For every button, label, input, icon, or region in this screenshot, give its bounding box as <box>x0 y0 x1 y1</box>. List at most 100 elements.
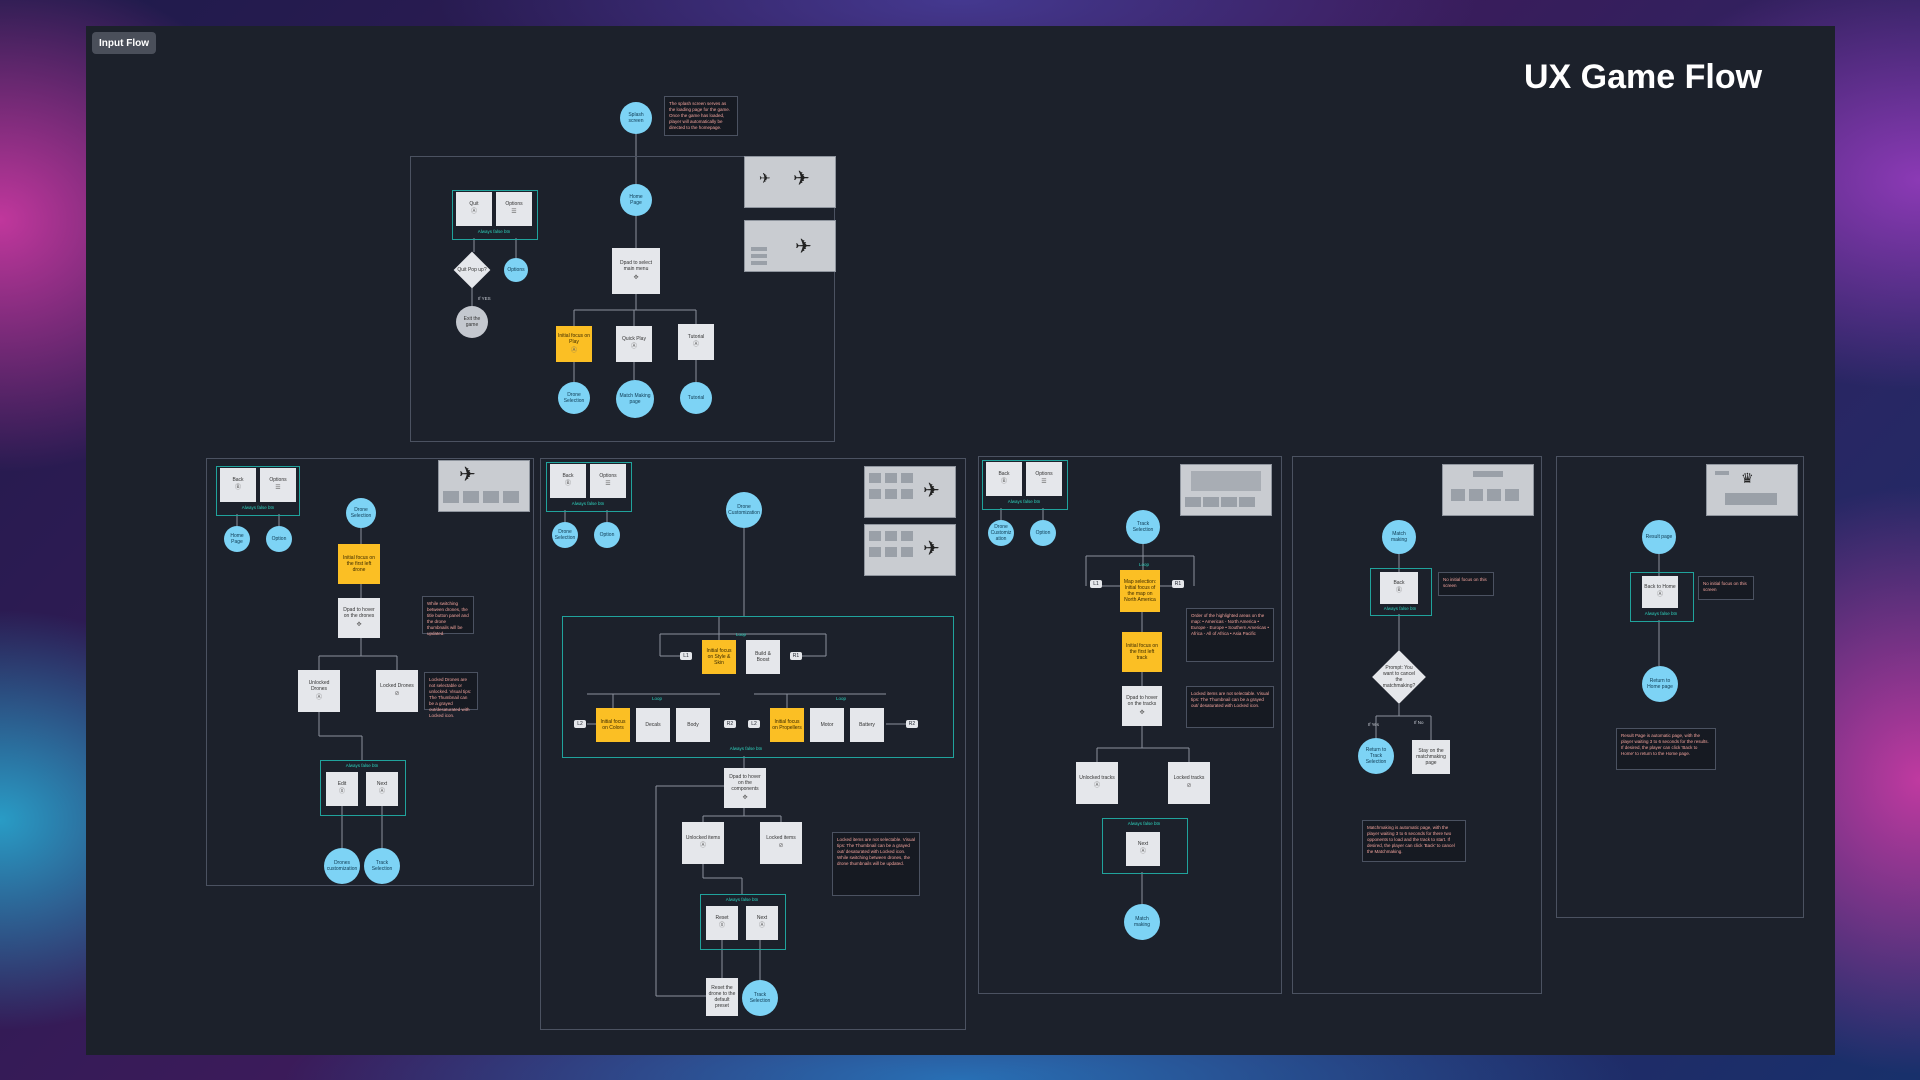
tutorial-node[interactable]: Tutorial <box>680 382 712 414</box>
drone-customization-node[interactable]: Drone Customization <box>726 492 762 528</box>
reset-drone-box[interactable]: Reset the drone to the default preset <box>706 978 738 1016</box>
options-node[interactable]: Options <box>504 258 528 282</box>
options-button[interactable]: Options ☰ <box>496 192 532 226</box>
home-page-node[interactable]: Home Page <box>620 184 652 216</box>
match-making-section <box>1292 456 1542 994</box>
back-label: Back <box>562 473 574 480</box>
track-selection-node[interactable]: Track Selection <box>364 848 400 884</box>
cu-top-buttons-group <box>546 462 632 512</box>
home-section <box>410 156 835 442</box>
always-false-label: Always false btn <box>345 763 379 768</box>
result-section <box>1556 456 1804 918</box>
loop-label: Loop <box>735 632 746 637</box>
unlocked-tracks-box[interactable]: Unlocked tracks Ⓐ <box>1076 762 1118 804</box>
trophy-icon: ♛ <box>1741 470 1754 486</box>
initial-focus-track-box[interactable]: Initial focus on the first left track <box>1122 632 1162 672</box>
match-making-node[interactable]: Match Making page <box>616 380 654 418</box>
ds-top-buttons-group <box>216 466 300 516</box>
gamepad-icon: ☰ <box>1041 479 1047 486</box>
prompt-label: Prompt: You want to cancel the matchmaki… <box>1382 664 1416 690</box>
next-button[interactable]: Next Ⓐ <box>746 906 778 940</box>
reset-button[interactable]: Reset Ⓧ <box>706 906 738 940</box>
always-false-label: Always false btn <box>477 229 511 234</box>
loop-label: Loop <box>651 696 662 701</box>
back-to-home-button[interactable]: Back to Home Ⓐ <box>1642 576 1678 608</box>
colors-box[interactable]: Initial focus on Colors <box>596 708 630 742</box>
options-button[interactable]: Options ☰ <box>1026 462 1062 496</box>
reset-label: Reset <box>715 915 729 922</box>
result-buttons-group <box>1630 572 1694 622</box>
unlocked-items-box[interactable]: Unlocked items Ⓐ <box>682 822 724 864</box>
option-node[interactable]: Option <box>594 522 620 548</box>
splash-screen-node[interactable]: Splash screen <box>620 102 652 134</box>
dpad-tracks-box[interactable]: Dpad to hover on the tracks ✥ <box>1122 686 1162 726</box>
xbox-a-icon: Ⓐ <box>470 209 477 216</box>
next-button[interactable]: Next Ⓐ <box>1126 832 1160 866</box>
xbox-a-icon: Ⓐ <box>378 789 385 796</box>
initial-focus-drone-box[interactable]: Initial focus on the first left drone <box>338 544 380 584</box>
style-skin-box[interactable]: Initial focus on Style & Skin <box>702 640 736 674</box>
locked-tracks-box[interactable]: Locked tracks ⊘ <box>1168 762 1210 804</box>
option-node[interactable]: Option <box>1030 520 1056 546</box>
result-page-node[interactable]: Result page <box>1642 520 1676 554</box>
quit-popup-diamond[interactable]: Quit Pop up? <box>452 250 492 290</box>
return-track-node[interactable]: Return to Track Selection <box>1358 738 1394 774</box>
build-boost-box[interactable]: Build & Boost <box>746 640 780 674</box>
body-box[interactable]: Body <box>676 708 710 742</box>
locked-items-note: Locked items are not selectable. Visual … <box>832 832 920 896</box>
drone-selection-node[interactable]: Drone Selection <box>552 522 578 548</box>
stay-matchmaking-box[interactable]: Stay on the matchmaking page <box>1412 740 1450 774</box>
no-focus-note: No initial focus on this screen <box>1438 572 1494 596</box>
quit-button[interactable]: Quit Ⓐ <box>456 192 492 226</box>
dpad-drones-box[interactable]: Dpad to hover on the drones ✥ <box>338 598 380 638</box>
gamepad-icon: ✥ <box>742 794 748 801</box>
drone-selection-section <box>206 458 534 886</box>
drone-selection-node[interactable]: Drone Selection <box>346 498 376 528</box>
back-button[interactable]: Back Ⓑ <box>220 468 256 502</box>
unlocked-label: Unlocked tracks <box>1079 775 1115 782</box>
if-yes-label: If YES <box>478 296 491 301</box>
back-button[interactable]: Back Ⓑ <box>1380 572 1418 604</box>
motor-box[interactable]: Motor <box>810 708 844 742</box>
dpad-select-menu-box[interactable]: Dpad to select main menu ✥ <box>612 248 660 294</box>
drone-customization-node[interactable]: Drone Customiz ation <box>988 520 1014 546</box>
match-making-node[interactable]: Match making <box>1124 904 1160 940</box>
track-selection-node[interactable]: Track Selection <box>742 980 778 1016</box>
quit-label: Quit <box>469 201 479 208</box>
frame-tag[interactable]: Input Flow <box>92 32 156 54</box>
next-button[interactable]: Next Ⓐ <box>366 772 398 806</box>
return-home-node[interactable]: Return to Home page <box>1642 666 1678 702</box>
map-selection-box[interactable]: Map selection: Initial focus of the map … <box>1120 570 1160 612</box>
l2-chip: L2 <box>574 720 586 728</box>
track-selection-section <box>978 456 1282 994</box>
drones-customization-node[interactable]: Drones customization <box>324 848 360 884</box>
edit-button[interactable]: Edit Ⓧ <box>326 772 358 806</box>
dpad-components-box[interactable]: Dpad to hover on the components ✥ <box>724 768 766 808</box>
track-selection-node[interactable]: Track Selection <box>1126 510 1160 544</box>
initial-focus-play-box[interactable]: Initial focus on Play Ⓐ <box>556 326 592 362</box>
match-making-node[interactable]: Match making <box>1382 520 1416 554</box>
quick-play-box[interactable]: Quick Play Ⓐ <box>616 326 652 362</box>
exit-game-node[interactable]: Exit the game <box>456 306 488 338</box>
xbox-a-icon: Ⓐ <box>1656 592 1663 599</box>
ts-bottom-buttons-group <box>1102 818 1188 874</box>
propellers-box[interactable]: Initial focus on Propellers <box>770 708 804 742</box>
lock-icon: ⊘ <box>1186 783 1192 790</box>
locked-items-box[interactable]: Locked items ⊘ <box>760 822 802 864</box>
home-page-node[interactable]: Home Page <box>224 526 250 552</box>
drone-selection-node[interactable]: Drone Selection <box>558 382 590 414</box>
decals-box[interactable]: Decals <box>636 708 670 742</box>
back-button[interactable]: Back Ⓑ <box>986 462 1022 496</box>
options-button[interactable]: Options ☰ <box>260 468 296 502</box>
back-button[interactable]: Back Ⓑ <box>550 464 586 498</box>
xbox-a-icon: Ⓐ <box>692 342 699 349</box>
gamepad-icon: ☰ <box>511 209 517 216</box>
locked-drones-box[interactable]: Locked Drones ⊘ <box>376 670 418 712</box>
battery-box[interactable]: Battery <box>850 708 884 742</box>
unlocked-drones-box[interactable]: Unlocked Drones Ⓐ <box>298 670 340 712</box>
cancel-prompt-diamond[interactable]: Prompt: You want to cancel the matchmaki… <box>1372 650 1426 704</box>
option-node[interactable]: Option <box>266 526 292 552</box>
xbox-b-icon: Ⓑ <box>234 485 241 492</box>
options-button[interactable]: Options ☰ <box>590 464 626 498</box>
tutorial-box[interactable]: Tutorial Ⓐ <box>678 324 714 360</box>
